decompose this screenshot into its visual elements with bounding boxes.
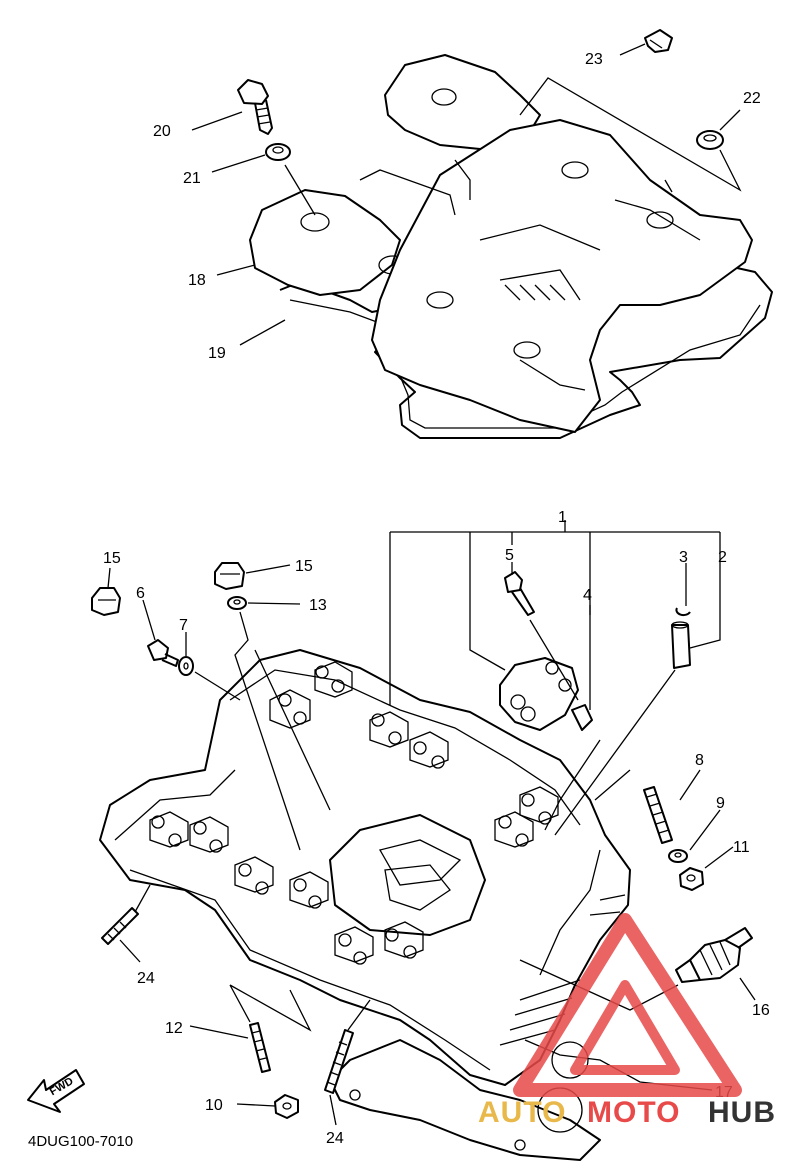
nut-10 <box>274 1094 299 1119</box>
forward-arrow-icon: FWD <box>27 1069 85 1113</box>
stud-8 <box>643 786 673 844</box>
callout-16: 16 <box>752 1002 770 1019</box>
watermark-text-auto: AUTO <box>478 1096 566 1129</box>
stud-24b <box>324 1029 354 1094</box>
callout-22: 22 <box>743 90 761 107</box>
callout-9: 9 <box>716 795 725 812</box>
callout-21: 21 <box>183 170 201 187</box>
callout-15b: 15 <box>295 558 313 575</box>
clip-23 <box>644 29 673 53</box>
callout-10: 10 <box>205 1097 223 1114</box>
part-code: 4DUG100-7010 <box>28 1133 133 1150</box>
bolt-20 <box>237 79 273 135</box>
callout-24a: 24 <box>137 970 155 987</box>
camshaft-cap-4 <box>499 657 593 731</box>
callout-24b: 24 <box>326 1130 344 1147</box>
callout-23: 23 <box>585 51 603 68</box>
grommet-22 <box>696 130 724 150</box>
callout-3: 3 <box>679 549 688 566</box>
callout-13: 13 <box>309 597 327 614</box>
circlip-3 <box>675 607 691 617</box>
cap-nut-15a <box>91 587 121 616</box>
callout-2: 2 <box>718 549 727 566</box>
spark-plug-16 <box>675 927 753 983</box>
watermark-triangle-logo <box>513 913 742 1097</box>
automotohub-watermark: AUTO MOTO HUB <box>478 913 776 1129</box>
valve-guide-2 <box>671 621 691 669</box>
callout-labels: 1 2 3 4 5 6 7 8 9 10 11 12 13 15 15 16 1… <box>103 51 770 1147</box>
washer-21 <box>265 143 291 161</box>
cap-nut-15b <box>214 562 245 590</box>
cylinder-head-cover-18 <box>249 54 753 433</box>
cylinder-head <box>99 649 631 1161</box>
callout-12: 12 <box>165 1020 183 1037</box>
bolt-6 <box>147 639 179 667</box>
callout-20: 20 <box>153 123 171 140</box>
bolt-5 <box>504 571 535 616</box>
washer-13 <box>227 596 247 610</box>
washer-9 <box>668 849 688 863</box>
callout-11: 11 <box>733 839 750 856</box>
stud-12 <box>249 1022 271 1073</box>
watermark-text-moto: MOTO <box>587 1096 680 1129</box>
callout-5: 5 <box>505 547 514 564</box>
washer-7 <box>178 656 194 676</box>
callout-7: 7 <box>179 617 188 634</box>
nut-11 <box>679 867 704 891</box>
callout-19: 19 <box>208 345 226 362</box>
callout-4: 4 <box>583 587 592 604</box>
callout-18: 18 <box>188 272 206 289</box>
callout-6: 6 <box>136 585 145 602</box>
stud-24a <box>101 907 139 945</box>
callout-1: 1 <box>558 509 567 526</box>
watermark-text-hub: HUB <box>708 1096 776 1129</box>
callout-8: 8 <box>695 752 704 769</box>
callout-15a: 15 <box>103 550 121 567</box>
